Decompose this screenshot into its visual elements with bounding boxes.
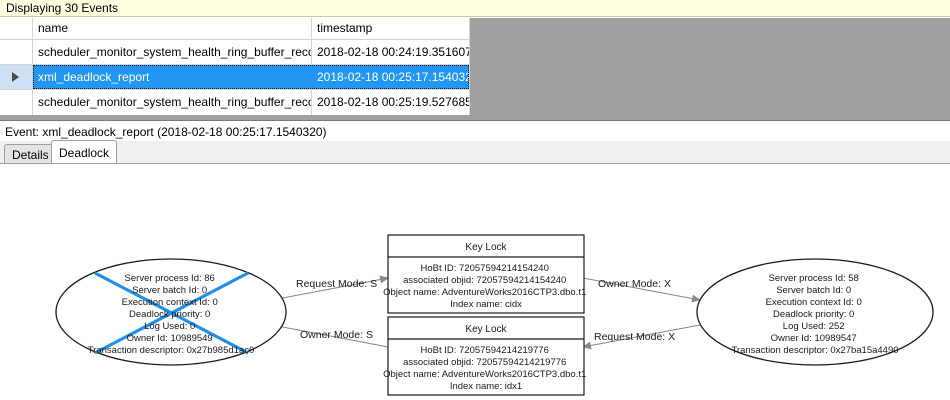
other-line-3: Deadlock priority: 0: [773, 309, 854, 320]
cell-timestamp[interactable]: 2018-02-18 00:25:17.1540320: [312, 65, 469, 89]
resource-node-key-lock-bottom[interactable]: Key Lock HoBt ID: 72057594214219776 asso…: [383, 316, 589, 396]
other-line-0: Server process Id: 58: [769, 273, 859, 284]
victim-line-0: Server process Id: 86: [125, 273, 215, 284]
victim-line-1: Server batch Id: 0: [132, 285, 207, 296]
events-grid[interactable]: name timestamp scheduler_monitor_system_…: [0, 18, 470, 115]
table-row[interactable]: scheduler_monitor_system_health_ring_buf…: [0, 90, 469, 115]
other-process-details: Server process Id: 58 Server batch Id: 0…: [731, 273, 898, 356]
cell-name[interactable]: scheduler_monitor_system_health_ring_buf…: [33, 90, 312, 115]
cell-timestamp[interactable]: 2018-02-18 00:24:19.3516078: [317, 45, 469, 59]
tab-strip: Details Deadlock: [0, 140, 950, 164]
edge-request-mode-s: [271, 275, 389, 301]
resource-node-key-lock-top[interactable]: Key Lock HoBt ID: 72057594214154240 asso…: [383, 234, 589, 314]
row-selector[interactable]: [0, 65, 33, 89]
resource-top-line-0: HoBt ID: 72057594214154240: [421, 263, 549, 274]
tab-deadlock[interactable]: Deadlock: [51, 140, 118, 163]
victim-process-details: Server process Id: 86 Server batch Id: 0…: [88, 273, 255, 356]
resource-top-line-2: Object name: AdventureWorks2016CTP3.dbo.…: [383, 287, 586, 298]
grid-header-row: name timestamp: [0, 18, 469, 40]
other-line-1: Server batch Id: 0: [776, 285, 851, 296]
edge-request-mode-x: [582, 324, 701, 350]
other-line-5: Owner Id: 10989547: [771, 333, 857, 344]
resource-bottom-title: Key Lock: [465, 324, 507, 335]
edge-label-request-mode-s: Request Mode: S: [296, 278, 377, 290]
cell-name[interactable]: xml_deadlock_report: [33, 65, 312, 89]
victim-line-5: Owner Id: 10989549: [127, 333, 213, 344]
process-node-other[interactable]: Server process Id: 58 Server batch Id: 0…: [696, 258, 934, 366]
deadlock-graph-canvas[interactable]: Server process Id: 86 Server batch Id: 0…: [0, 164, 950, 400]
other-line-4: Log Used: 252: [783, 321, 845, 332]
table-row-selected[interactable]: xml_deadlock_report 2018-02-18 00:25:17.…: [0, 65, 469, 90]
edge-label-request-mode-x: Request Mode: X: [594, 331, 675, 343]
cell-name[interactable]: scheduler_monitor_system_health_ring_buf…: [33, 40, 312, 64]
resource-bottom-details: HoBt ID: 72057594214219776 associated ob…: [383, 345, 589, 392]
victim-line-2: Execution context Id: 0: [122, 297, 218, 308]
resource-bottom-line-2: Object name: AdventureWorks2016CTP3.dbo.…: [383, 369, 586, 380]
other-line-6: Transaction descriptor: 0x27ba15a4490: [731, 345, 898, 356]
column-header-name[interactable]: name: [33, 18, 312, 39]
victim-line-6: Transaction descriptor: 0x27b985d1ac0: [88, 345, 255, 356]
table-row[interactable]: scheduler_monitor_system_health_ring_buf…: [0, 40, 469, 65]
cell-timestamp[interactable]: 2018-02-18 00:25:19.5276859: [317, 95, 469, 109]
victim-line-4: Log Used: 0: [144, 321, 195, 332]
row-selector[interactable]: [0, 40, 33, 64]
victim-cross-icon: [94, 271, 249, 355]
edge-owner-mode-x: [582, 277, 701, 303]
victim-line-3: Deadlock priority: 0: [129, 309, 210, 320]
resource-top-line-1: associated objid: 72057594214154240: [403, 275, 566, 286]
row-selector[interactable]: [0, 90, 33, 115]
resource-top-title: Key Lock: [465, 242, 507, 253]
column-header-timestamp[interactable]: timestamp: [317, 21, 373, 35]
row-header-corner: [0, 18, 33, 39]
edge-label-owner-mode-s: Owner Mode: S: [300, 329, 373, 341]
other-line-2: Execution context Id: 0: [766, 297, 862, 308]
edge-owner-mode-s: [271, 322, 389, 348]
tab-details[interactable]: Details: [4, 144, 57, 163]
resource-bottom-line-1: associated objid: 72057594214219776: [403, 357, 566, 368]
resource-top-details: HoBt ID: 72057594214154240 associated ob…: [383, 263, 589, 310]
row-selector-triangle-icon: [12, 72, 19, 82]
events-count-banner: Displaying 30 Events: [0, 0, 950, 17]
resource-bottom-line-0: HoBt ID: 72057594214219776: [421, 345, 549, 356]
resource-top-line-3: Index name: cidx: [450, 299, 522, 310]
process-node-victim[interactable]: Server process Id: 86 Server batch Id: 0…: [55, 258, 287, 366]
resource-bottom-line-3: Index name: idx1: [450, 381, 522, 392]
events-grid-area: name timestamp scheduler_monitor_system_…: [0, 18, 950, 121]
event-title-label: Event: xml_deadlock_report (2018-02-18 0…: [0, 122, 950, 141]
edge-label-owner-mode-x: Owner Mode: X: [598, 278, 671, 290]
